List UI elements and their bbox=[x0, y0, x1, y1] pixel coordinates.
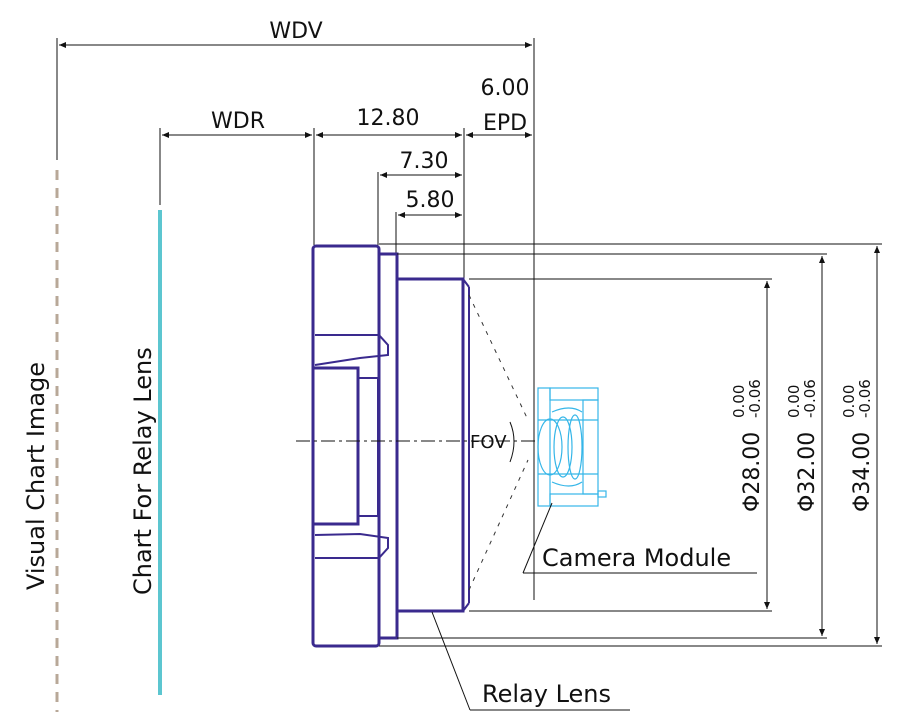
diameter-32-label: Φ32.00 bbox=[795, 432, 820, 512]
wdv-label: WDV bbox=[269, 19, 322, 44]
diameter-34-tol-upper: 0.00 bbox=[840, 385, 858, 418]
relay-lens-label: Relay Lens bbox=[482, 680, 611, 708]
diameter-32-tol-upper: 0.00 bbox=[785, 385, 803, 418]
dim-7-30: 7.30 bbox=[377, 149, 462, 245]
camera-module bbox=[537, 387, 607, 507]
wdr-label: WDR bbox=[211, 109, 265, 134]
fov-lines: FOV bbox=[468, 294, 529, 591]
dim-7-30-label: 7.30 bbox=[400, 149, 449, 174]
diameter-28-tol-lower: -0.06 bbox=[746, 379, 764, 418]
dim-6-00-label: 6.00 bbox=[481, 76, 530, 101]
dim-5-80-label: 5.80 bbox=[406, 188, 455, 213]
visual-chart-image-label: Visual Chart Image bbox=[22, 362, 50, 590]
camera-module-label: Camera Module bbox=[542, 544, 731, 572]
diameter-34-label: Φ34.00 bbox=[850, 432, 875, 512]
diameter-28-tol-upper: 0.00 bbox=[730, 385, 748, 418]
diameter-32-tol-lower: -0.06 bbox=[801, 379, 819, 418]
diameter-28-label: Φ28.00 bbox=[740, 432, 765, 512]
chart-for-relay-lens-label: Chart For Relay Lens bbox=[129, 347, 157, 595]
relay-lens-callout: Relay Lens bbox=[431, 611, 630, 711]
epd-label: EPD bbox=[483, 111, 527, 136]
wdv-dimension: WDV bbox=[56, 19, 535, 600]
dim-12-80-label: 12.80 bbox=[357, 106, 420, 131]
camera-module-callout: Camera Module bbox=[522, 502, 757, 574]
diameter-34-tol-lower: -0.06 bbox=[856, 379, 874, 418]
wdr-dimension: WDR 12.80 6.00 EPD bbox=[159, 76, 532, 280]
dim-5-80: 5.80 bbox=[395, 188, 462, 255]
relay-lens-body bbox=[311, 244, 470, 648]
fov-label: FOV bbox=[470, 432, 507, 453]
diameter-extensions bbox=[379, 243, 882, 647]
